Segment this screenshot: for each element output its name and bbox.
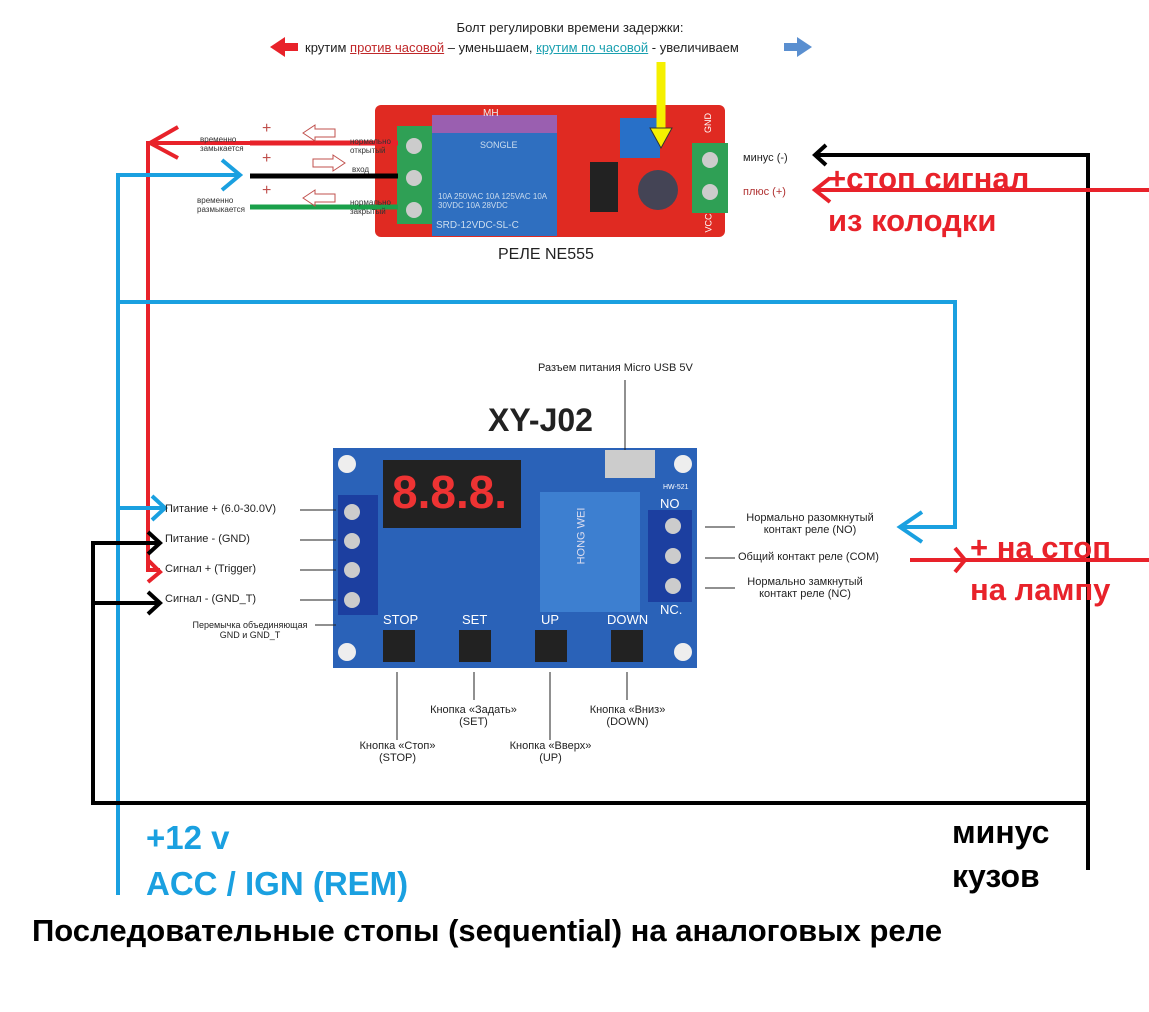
text: контакт реле (NC): [759, 588, 851, 600]
label-signal-plus: Сигнал + (Trigger): [165, 563, 257, 575]
silk-hw: HW-521: [663, 484, 689, 491]
plus-sign: +: [262, 182, 272, 199]
text: минус: [952, 814, 1050, 850]
label-btn-set: Кнопка «Задать»(SET): [416, 704, 531, 728]
text: крутим: [305, 40, 351, 55]
arrow-right-icon: [784, 37, 812, 57]
label-input: вход: [352, 165, 370, 174]
text: на лампу: [970, 572, 1111, 607]
label-plus: плюс (+): [743, 186, 786, 198]
silk-vcc: VCC: [703, 213, 714, 233]
text: + на стоп: [970, 530, 1111, 565]
ccw-text: против часовой: [350, 40, 445, 55]
silk-set: SET: [462, 612, 488, 627]
silk-up: UP: [541, 612, 560, 627]
label-temp-open: временно размыкается: [197, 196, 245, 214]
usb-label: Разъем питания Micro USB 5V: [538, 362, 693, 374]
text: кузов: [952, 858, 1040, 894]
silk-gnd: GND: [703, 113, 713, 133]
red-wire-left: [145, 125, 250, 584]
stop-signal-label: +стоп сигнал из колодки: [828, 158, 1029, 242]
silk-no: NO: [660, 496, 680, 511]
label-signal-minus: Сигнал - (GND_T): [165, 593, 257, 605]
text: (DOWN): [606, 716, 649, 728]
label-btn-down: Кнопка «Вниз»(DOWN): [570, 704, 685, 728]
text: - увеличиваем: [648, 40, 739, 55]
text: из колодки: [828, 203, 997, 238]
text: Перемычка объединяющая: [192, 620, 308, 630]
label-com-contact: Общий контакт реле (COM): [738, 551, 879, 563]
text: Кнопка «Вниз»: [589, 704, 666, 716]
silk-down: DOWN: [607, 612, 649, 627]
label-power-minus: Питание - (GND): [165, 533, 250, 545]
label-btn-up: Кнопка «Вверх»(UP): [493, 740, 608, 764]
text: Кнопка «Задать»: [430, 704, 517, 716]
text: ACC / IGN (REM): [146, 865, 409, 902]
ground-label: минус кузов: [952, 810, 1049, 898]
label-power-plus: Питание + (6.0-30.0V): [165, 503, 276, 515]
silk-hongwei: HONG WEI: [575, 507, 588, 565]
text: (SET): [459, 716, 488, 728]
text: – уменьшаем,: [444, 40, 537, 55]
label-nc: нормально закрытый: [350, 198, 391, 216]
red-wire-right: [811, 176, 1149, 574]
text: +12 v: [146, 819, 230, 856]
header-instructions: крутим против часовой – уменьшаем, крути…: [305, 40, 739, 55]
text: GND и GND_T: [219, 630, 281, 640]
text: Кнопка «Стоп»: [359, 740, 436, 752]
plus-sign: +: [262, 120, 272, 137]
label-no: нормально открытый: [350, 137, 391, 155]
label-temp-close: временно замыкается: [200, 135, 244, 153]
ign-label: +12 v ACC / IGN (REM): [146, 815, 408, 907]
arrow-left-icon: [270, 37, 298, 57]
relay2-name: XY-J02: [488, 402, 593, 438]
display: 8.8.8.: [392, 466, 508, 518]
blue-wire: [116, 158, 957, 895]
text: Нормально разомкнутый: [746, 512, 874, 524]
text: контакт реле (NO): [763, 524, 857, 536]
header-title: Болт регулировки времени задержки:: [456, 20, 684, 35]
text: +стоп сигнал: [828, 161, 1030, 196]
relay-xy-j02-board: [333, 448, 697, 668]
text: Нормально замкнутый: [747, 576, 863, 588]
to-lamp-label: + на стоп на лампу: [970, 527, 1111, 611]
silk-stop: STOP: [383, 612, 419, 627]
silk-songle: SONGLE: [480, 140, 518, 150]
text: (STOP): [378, 752, 417, 764]
label-minus: минус (-): [743, 152, 788, 164]
black-wire: [91, 143, 1090, 870]
plus-sign: +: [262, 150, 272, 167]
relay1-name: РЕЛЕ NE555: [498, 246, 594, 263]
relay-ne555-board: [375, 105, 728, 237]
label-btn-stop: Кнопка «Стоп»(STOP): [340, 740, 455, 764]
silk-rating: 10A 250VAC 10A 125VAC 10A 30VDC 10A 28VD…: [438, 192, 547, 210]
text: Кнопка «Вверх»: [509, 740, 592, 752]
text: (UP): [539, 752, 562, 764]
silk-mh: MH: [483, 108, 499, 119]
silk-nc: NC.: [660, 602, 683, 617]
diagram-title: Последовательные стопы (sequential) на а…: [32, 913, 943, 948]
silk-model: SRD-12VDC-SL-C: [436, 220, 519, 231]
cw-text: крутим по часовой: [536, 40, 649, 55]
